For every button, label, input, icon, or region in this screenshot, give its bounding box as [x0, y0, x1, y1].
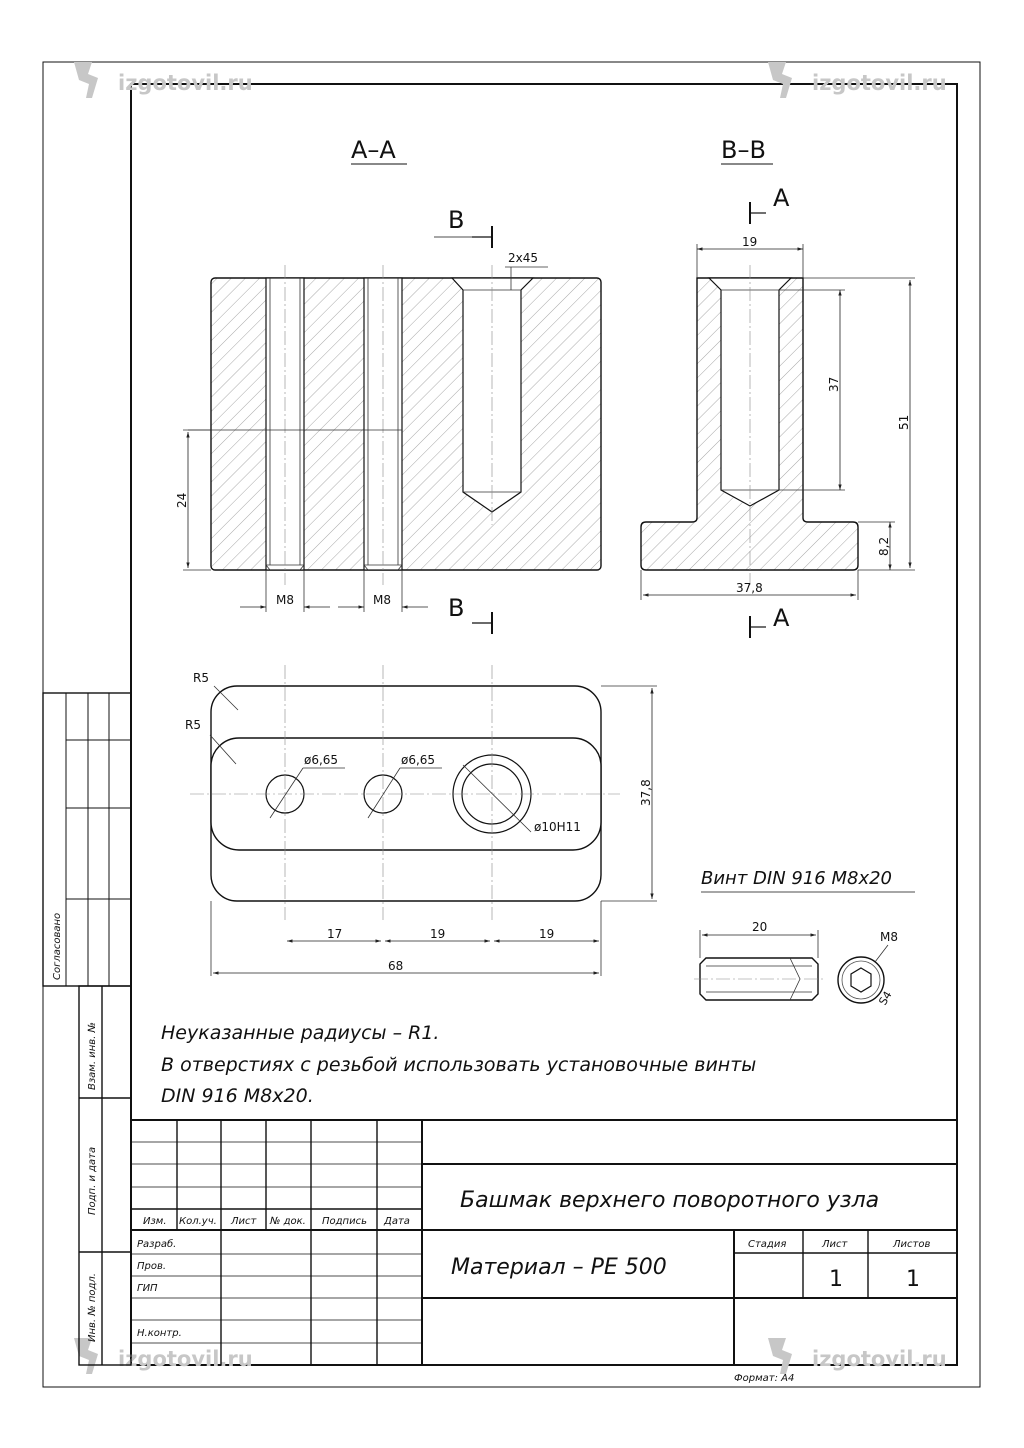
tb-role-normcontrol: Н.контр.: [137, 1328, 182, 1339]
tb-col-doc: № док.: [269, 1216, 306, 1227]
tb-col-date: Дата: [383, 1216, 410, 1227]
label-screw-s4: S4: [876, 989, 894, 1008]
dim-bb-37-8: 37,8: [736, 581, 763, 595]
tb-sheet-value: 1: [829, 1267, 843, 1292]
tb-col-sign: Подпись: [322, 1216, 367, 1227]
watermark-top-left: izgotovil.ru: [74, 62, 253, 98]
label-phi-10h11: ø10H11: [534, 820, 581, 834]
note-line-1: Неуказанные радиусы – R1.: [161, 1022, 439, 1044]
note-line-2: В отверстиях с резьбой использовать уста…: [161, 1054, 756, 1076]
section-aa-title: A–A: [351, 136, 396, 164]
watermark-bottom-left: izgotovil.ru: [74, 1338, 253, 1374]
screw-side-view: [694, 957, 826, 1001]
screw-end-view: [837, 956, 885, 1004]
svg-text:izgotovil.ru: izgotovil.ru: [812, 71, 947, 95]
watermark-top-right: izgotovil.ru: [768, 62, 947, 98]
tb-sheets-value: 1: [906, 1267, 920, 1292]
tb-col-list: Лист: [230, 1216, 258, 1227]
dim-37: 37: [827, 377, 841, 392]
label-phi-6-65-mid: ø6,65: [401, 753, 435, 767]
dim-screw-20: 20: [752, 920, 767, 934]
label-screw-m8: M8: [880, 930, 898, 944]
dim-24: 24: [175, 493, 189, 508]
dim-top-37-8: 37,8: [639, 779, 653, 806]
dim-m8-middle: M8: [373, 593, 391, 607]
tb-sheet-label: Лист: [821, 1239, 849, 1250]
tb-material: Материал – PE 500: [451, 1255, 667, 1280]
title-block: [131, 1119, 957, 1365]
cut-label-a-top: A: [773, 184, 790, 212]
dim-17: 17: [327, 927, 342, 941]
cut-label-a-bottom: A: [773, 604, 790, 632]
tb-role-gip: ГИП: [137, 1283, 158, 1294]
left-stamp: [42, 692, 132, 1366]
tb-role-developer: Разраб.: [137, 1238, 176, 1250]
stamp-inv-orig: Инв. № подл.: [87, 1273, 98, 1342]
dim-8-2: 8,2: [877, 537, 891, 556]
section-aa-view: [188, 265, 602, 585]
dim-19-b: 19: [539, 927, 554, 941]
svg-text:izgotovil.ru: izgotovil.ru: [812, 1347, 947, 1371]
stamp-replace-inv: Взам. инв. №: [87, 1022, 98, 1090]
dim-m8-left: M8: [276, 593, 294, 607]
watermark-bottom-right: izgotovil.ru: [768, 1338, 947, 1374]
svg-text:izgotovil.ru: izgotovil.ru: [118, 1347, 253, 1371]
tb-title: Башмак верхнего поворотного узла: [460, 1188, 879, 1213]
screw-title: Винт DIN 916 M8x20: [701, 868, 892, 889]
dim-51: 51: [897, 415, 911, 430]
cut-label-b-bottom: B: [448, 594, 464, 622]
tb-role-checker: Пров.: [137, 1261, 166, 1272]
cut-label-b-top: B: [448, 206, 464, 234]
label-r5-top: R5: [193, 671, 209, 685]
section-bb-title: B–B: [721, 136, 766, 164]
tb-col-kolich: Кол.уч.: [179, 1216, 217, 1227]
dim-19-a: 19: [430, 927, 445, 941]
svg-text:izgotovil.ru: izgotovil.ru: [118, 71, 253, 95]
label-r5-inner: R5: [185, 718, 201, 732]
tb-col-izm: Изм.: [143, 1216, 167, 1227]
top-view: [190, 665, 620, 920]
note-line-3: DIN 916 M8x20.: [161, 1085, 314, 1107]
tb-stage-label: Стадия: [748, 1239, 786, 1250]
label-phi-6-65-left: ø6,65: [304, 753, 338, 767]
stamp-sign-date: Подп. и дата: [87, 1147, 98, 1215]
tb-format: Формат: А4: [734, 1373, 794, 1384]
dim-bb-19: 19: [742, 235, 757, 249]
section-bb-view: [640, 265, 859, 585]
dim-68: 68: [388, 959, 403, 973]
stamp-agreed: Согласовано: [52, 913, 63, 980]
tb-sheets-label: Листов: [892, 1239, 930, 1250]
dim-chamfer: 2x45: [508, 251, 538, 265]
